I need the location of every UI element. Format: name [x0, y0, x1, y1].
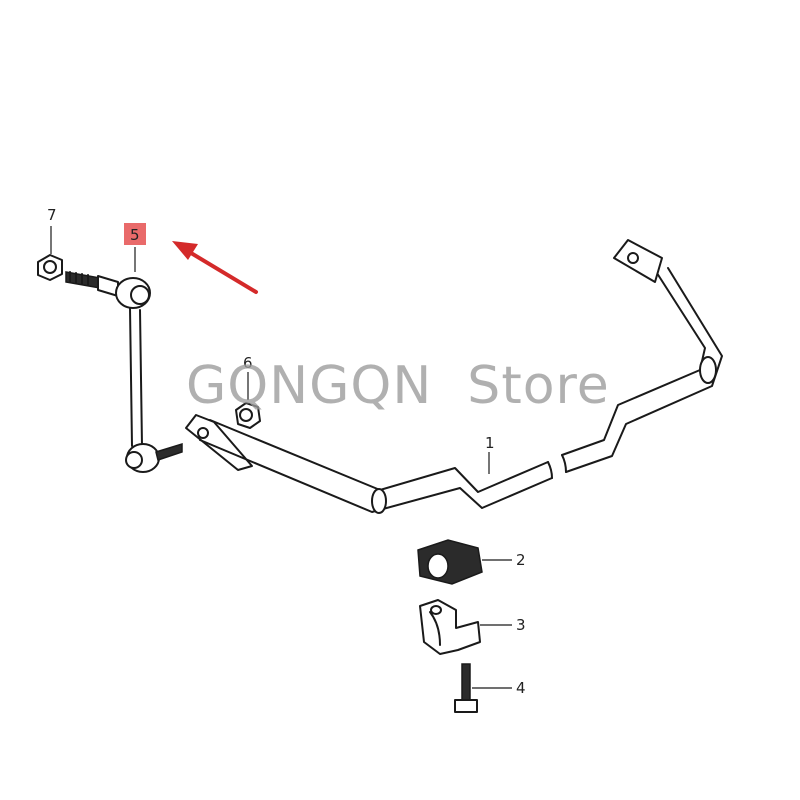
bar-tube-right-upper — [561, 269, 706, 456]
bar-right-mount-hole — [627, 252, 639, 264]
pointer-arrow — [172, 241, 258, 294]
pointer-arrow-head — [172, 241, 198, 260]
callout-7: 7 — [47, 206, 57, 224]
link-upper-ball-cap — [130, 285, 150, 305]
nut-part-6 — [235, 402, 261, 429]
clamp-3-hole — [430, 605, 442, 615]
pointer-arrow-shaft — [184, 248, 258, 294]
clamp-part-3 — [419, 599, 481, 655]
bushing-2-bore — [427, 553, 449, 579]
nut-7-hole — [43, 260, 57, 274]
link-rod — [129, 307, 143, 447]
callout-4: 4 — [516, 679, 526, 697]
bar-break-right — [561, 454, 567, 473]
bolt-part-4 — [454, 663, 478, 713]
bushing-2-body — [417, 539, 483, 585]
bar-bushing-left-collar — [371, 488, 387, 514]
callout-5: 5 — [130, 226, 140, 244]
bolt-4-shank — [461, 663, 471, 703]
stabilizer-bar — [185, 239, 723, 514]
bar-tube-right-lower — [565, 267, 723, 473]
nut-part-7 — [37, 254, 63, 281]
link-upper-stud-thread — [69, 271, 89, 286]
callout-6: 6 — [243, 354, 253, 372]
callout-1: 1 — [485, 434, 495, 452]
nut-6-hole — [239, 408, 253, 422]
callout-2: 2 — [516, 551, 526, 569]
bar-left-mount-hole — [197, 427, 209, 439]
store-watermark: GQNGQN Store — [186, 356, 610, 416]
link-lower-stud — [155, 442, 183, 461]
bushing-part-2 — [417, 539, 483, 585]
bar-break-left — [547, 461, 553, 479]
bar-bushing-right-collar — [699, 356, 717, 384]
callout-5-highlight — [124, 223, 146, 245]
bar-tube-edge-upper — [209, 419, 549, 493]
bolt-4-head — [454, 699, 478, 713]
bar-tube-edge-lower — [199, 439, 553, 513]
link-lower-ball-cap — [125, 451, 143, 469]
clamp-3-curve — [429, 611, 441, 646]
clamp-3-body — [419, 599, 481, 655]
callout-3: 3 — [516, 616, 526, 634]
stabilizer-link — [65, 271, 183, 473]
